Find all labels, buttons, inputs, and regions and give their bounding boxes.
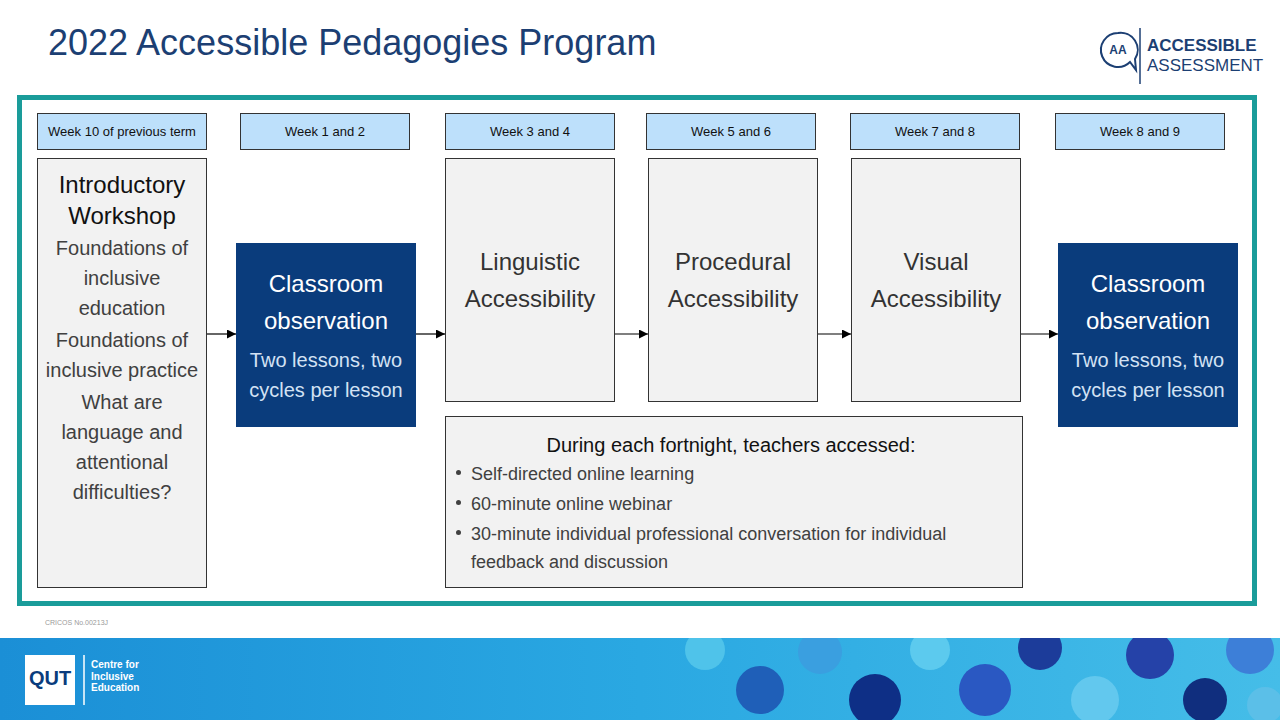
week-header: Week 5 and 6 bbox=[646, 113, 816, 150]
logo-word: ASSESSMENT bbox=[1147, 56, 1263, 76]
logo-word: ACCESSIBLE bbox=[1147, 36, 1257, 56]
bullet-text: 60-minute online webinar bbox=[471, 491, 1008, 519]
box-heading: Visual Accessibility bbox=[860, 243, 1012, 317]
flow-arrow bbox=[615, 333, 648, 334]
week-label: Week 8 and 9 bbox=[1100, 124, 1180, 140]
week-label: Week 5 and 6 bbox=[691, 124, 771, 140]
week-header: Week 1 and 2 bbox=[240, 113, 410, 150]
week-label: Week 10 of previous term bbox=[48, 124, 196, 140]
logo-letters: QUT bbox=[25, 667, 75, 690]
module-box: Procedural Accessibility bbox=[648, 158, 818, 402]
week-label: Week 7 and 8 bbox=[895, 124, 975, 140]
bullet-item: 60-minute online webinar bbox=[454, 491, 1008, 519]
box-heading: Linguistic Accessibility bbox=[454, 243, 606, 317]
week-header: Week 7 and 8 bbox=[850, 113, 1020, 150]
box-body: Two lessons, two cycles per lesson bbox=[242, 345, 410, 405]
workshop-box: Introductory WorkshopFoundations of incl… bbox=[37, 158, 207, 588]
flow-arrow bbox=[1021, 333, 1058, 334]
bullet-dot bbox=[456, 470, 461, 475]
flow-arrow bbox=[416, 333, 445, 334]
module-box: Linguistic Accessibility bbox=[445, 158, 615, 402]
week-label: Week 1 and 2 bbox=[285, 124, 365, 140]
box-heading: Introductory Workshop bbox=[44, 169, 200, 231]
footnote: CRICOS No.00213J bbox=[45, 619, 108, 627]
bullet-text: 30-minute individual professional conver… bbox=[471, 521, 1008, 577]
bullet-text: Self-directed online learning bbox=[471, 461, 1008, 489]
week-header: Week 8 and 9 bbox=[1055, 113, 1225, 150]
flow-arrow bbox=[207, 333, 236, 334]
module-box: Visual Accessibility bbox=[851, 158, 1021, 402]
logo-mark bbox=[1101, 28, 1140, 84]
logo-letters: AA bbox=[1103, 44, 1133, 58]
bullet-dot bbox=[456, 500, 461, 505]
program-frame bbox=[20, 98, 1255, 604]
week-header: Week 3 and 4 bbox=[445, 113, 615, 150]
observation-box: Classroom observationTwo lessons, two cy… bbox=[1058, 243, 1238, 427]
bullet-dot bbox=[456, 530, 461, 535]
box-body: Foundations of inclusive practice bbox=[44, 325, 200, 385]
observation-box: Classroom observationTwo lessons, two cy… bbox=[236, 243, 416, 427]
bullet-item: 30-minute individual professional conver… bbox=[454, 521, 1008, 577]
activities-panel: During each fortnight, teachers accessed… bbox=[445, 416, 1023, 588]
bullet-item: Self-directed online learning bbox=[454, 461, 1008, 489]
box-heading: Procedural Accessibility bbox=[657, 243, 809, 317]
box-body: Foundations of inclusive education bbox=[44, 233, 200, 323]
page-title: 2022 Accessible Pedagogies Program bbox=[48, 22, 656, 64]
footer-band bbox=[0, 626, 1280, 720]
box-body: What are language and attentional diffic… bbox=[44, 387, 200, 507]
box-body: Two lessons, two cycles per lesson bbox=[1064, 345, 1232, 405]
box-heading: Classroom observation bbox=[242, 265, 410, 339]
box-heading: Classroom observation bbox=[1064, 265, 1232, 339]
week-label: Week 3 and 4 bbox=[490, 124, 570, 140]
week-header: Week 10 of previous term bbox=[37, 113, 207, 150]
flow-arrow bbox=[818, 333, 851, 334]
org-name: Centre for Inclusive Education bbox=[91, 659, 155, 694]
box-heading: During each fortnight, teachers accessed… bbox=[454, 431, 1008, 459]
